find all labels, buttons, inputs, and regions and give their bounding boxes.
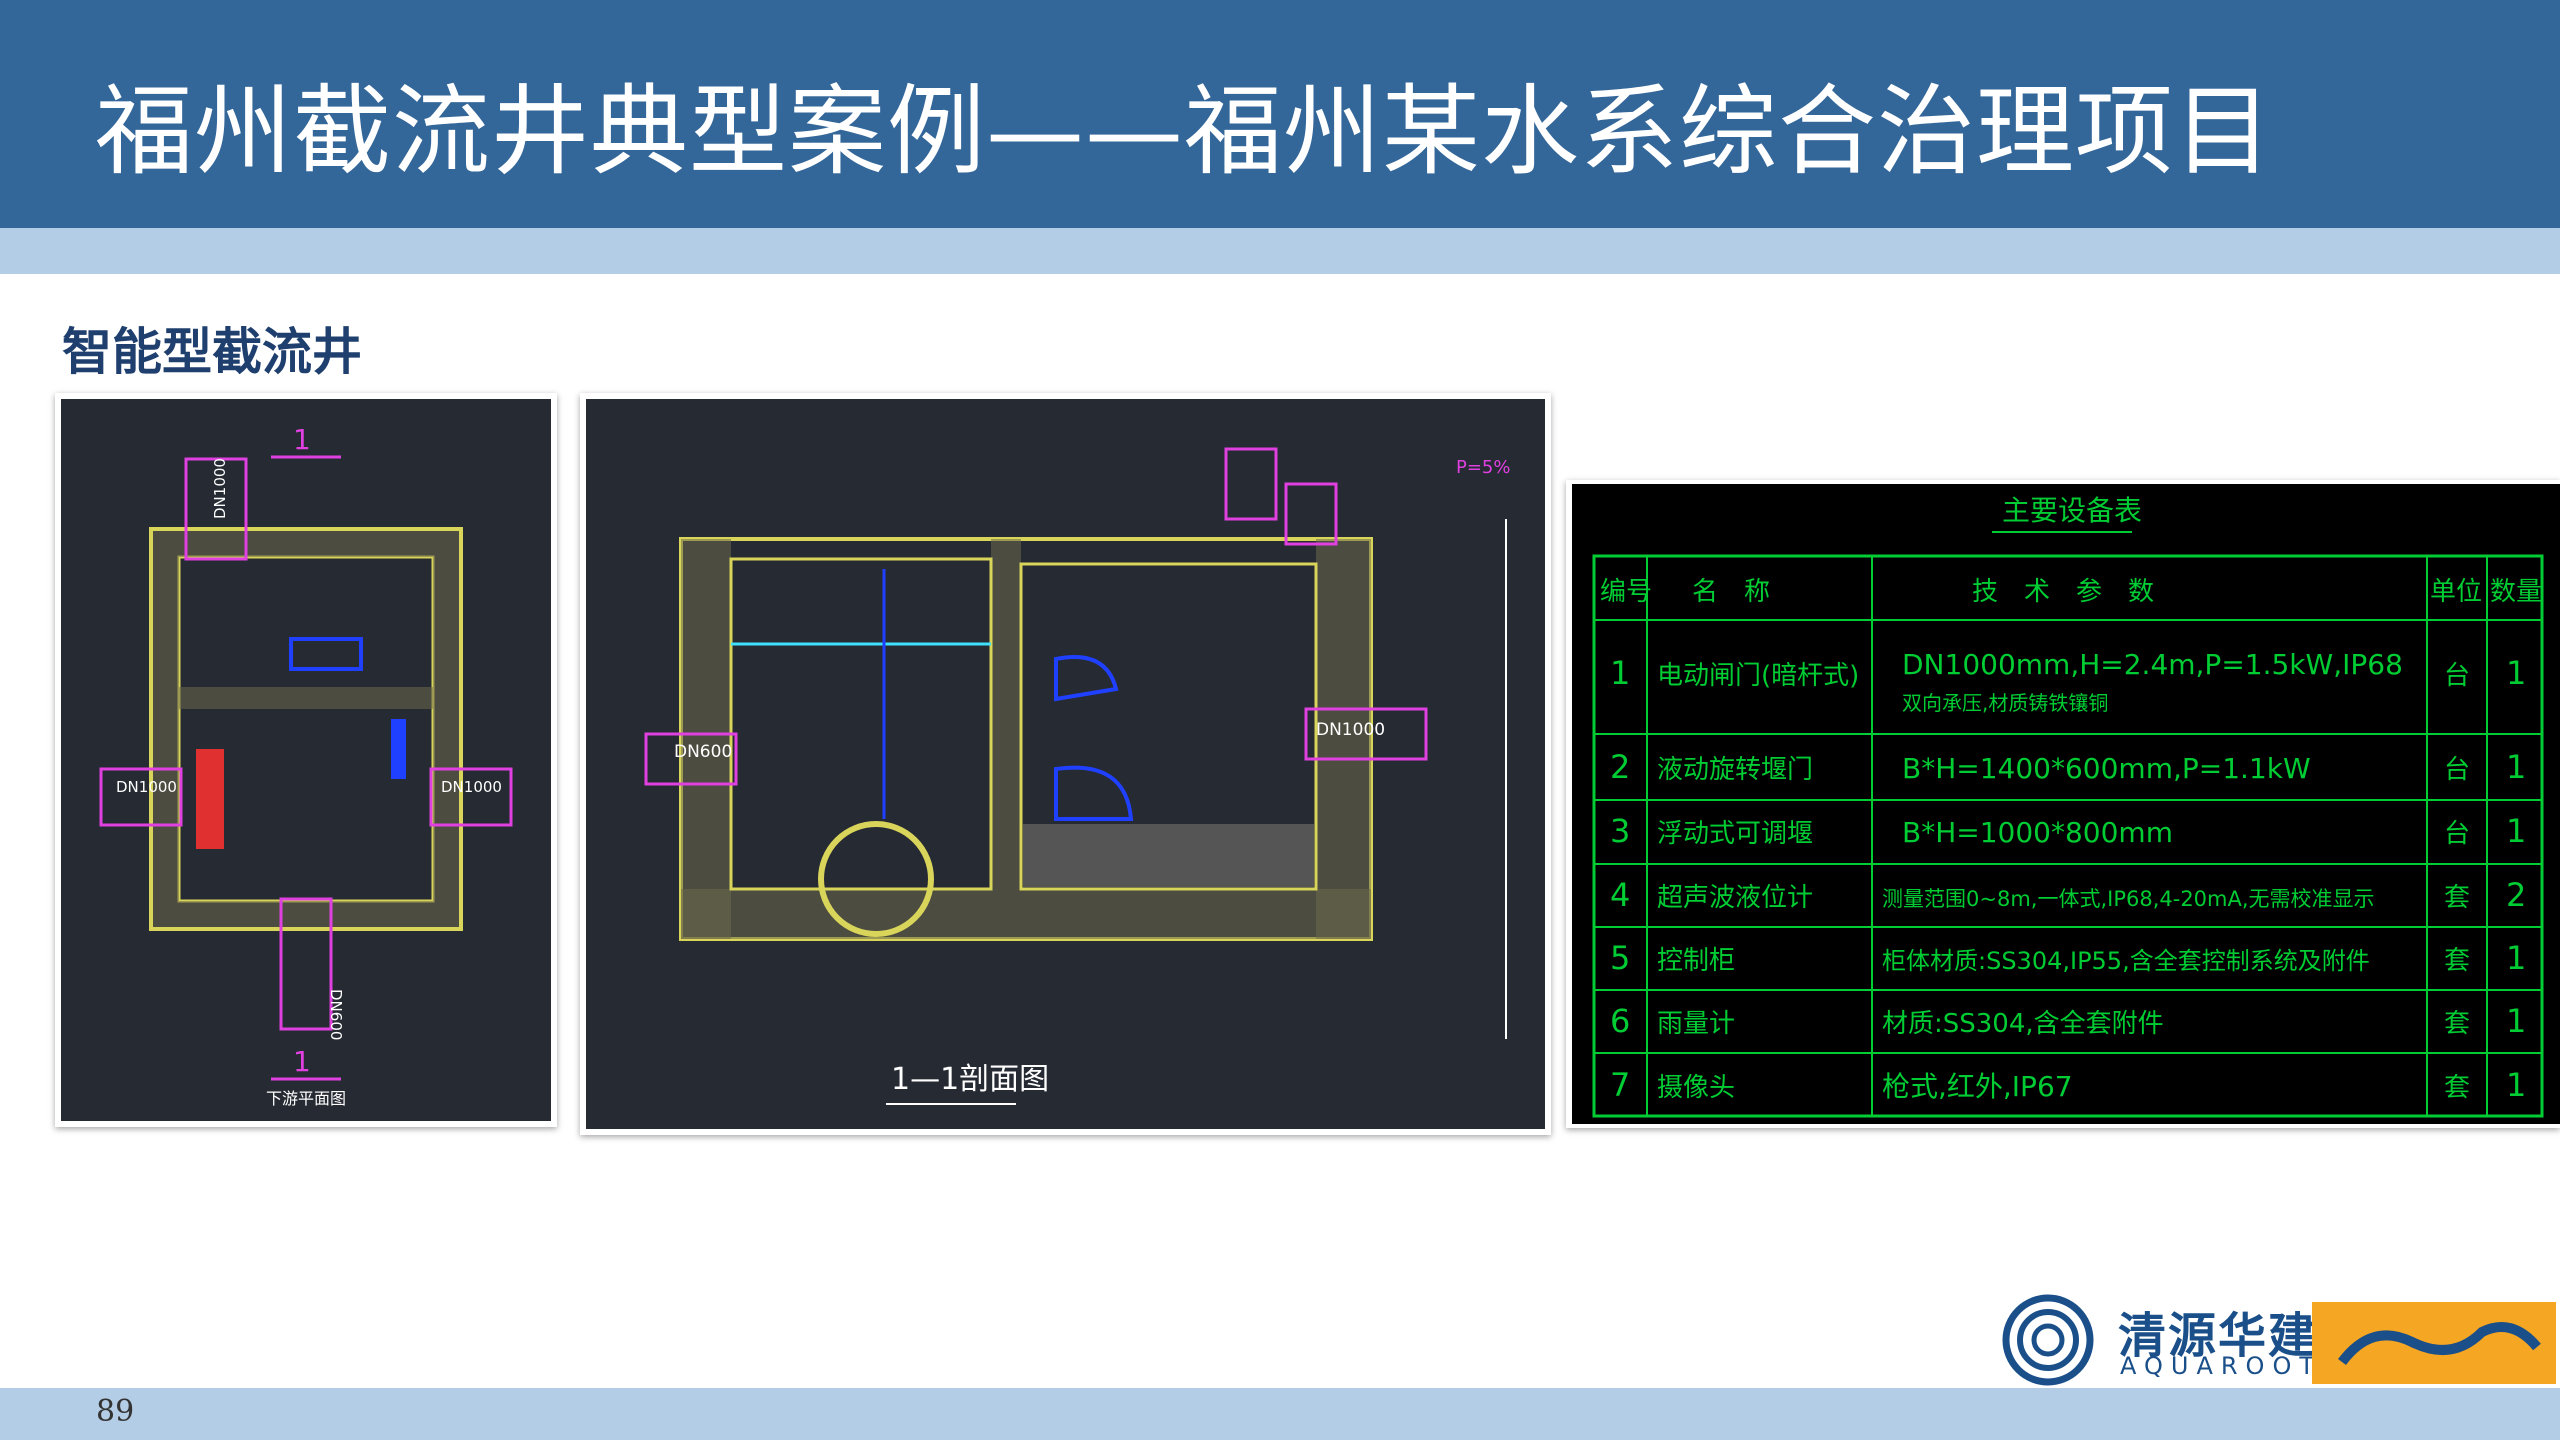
section-heading: 智能型截流井 [62,323,362,381]
footer-bar [0,1388,2560,1440]
table-header-qty: 数量 [2490,577,2542,607]
row-3-qty: 1 [2506,812,2526,850]
company-logo [1988,1290,2560,1388]
section-pipe-label-right: DN1000 [1316,720,1385,740]
row-5-no: 5 [1610,939,1630,977]
pipe-label-bottom: DN600 [327,989,345,1040]
section-caption: 1—1剖面图 [891,1062,1049,1097]
row-4-spec: 测量范围0~8m,一体式,IP68,4-20mA,无需校准显示 [1882,887,2375,911]
section-mark-top: 1 [293,423,311,456]
pipe-label-left: DN1000 [116,778,177,796]
row-5-spec: 柜体材质:SS304,IP55,含全套控制系统及附件 [1882,947,2370,975]
equipment-table: 主要设备表 编号 名 称 技 术 参 数 单位 数量 1 电动闸门(暗杆式) D… [1572,484,2560,1124]
table-header-unit: 单位 [2430,577,2482,607]
row-6-qty: 1 [2506,1002,2526,1040]
row-3-spec: B*H=1000*800mm [1902,816,2173,849]
row-1-unit: 台 [2444,661,2470,691]
row-7-spec: 枪式,红外,IP67 [1882,1070,2073,1103]
row-1-no: 1 [1610,654,1630,692]
row-3-unit: 台 [2444,819,2470,849]
row-1-name: 电动闸门(暗杆式) [1657,661,1859,691]
row-6-no: 6 [1610,1002,1630,1040]
title-underbar [0,228,2560,274]
row-7-qty: 1 [2506,1066,2526,1104]
table-header-name: 名 称 [1692,577,1770,607]
row-3-no: 3 [1610,812,1630,850]
slide-title: 福州截流井典型案例——福州某水系综合治理项目 [95,75,2274,189]
row-1-spec2: 双向承压,材质铸铁镶铜 [1902,691,2108,715]
aquaroot-swirl-icon [2002,1294,2094,1386]
row-2-unit: 台 [2444,755,2470,785]
pipe-label-top: DN1000 [211,458,229,519]
section-mark-bottom: 1 [293,1045,311,1078]
title-bar: 福州截流井典型案例——福州某水系综合治理项目 [0,0,2560,228]
row-6-unit: 套 [2444,1009,2470,1039]
row-4-no: 4 [1610,876,1630,914]
page-number: 89 [96,1394,135,1429]
row-7-unit: 套 [2444,1073,2470,1103]
partner-logo [2312,1302,2556,1384]
row-2-name: 液动旋转堰门 [1657,755,1813,785]
row-4-qty: 2 [2506,876,2526,914]
equipment-table-panel: 主要设备表 编号 名 称 技 术 参 数 单位 数量 1 电动闸门(暗杆式) D… [1566,480,2560,1128]
row-4-unit: 套 [2444,883,2470,913]
row-6-spec: 材质:SS304,含全套附件 [1882,1009,2164,1039]
section-drawing-panel: DN600 DN1000 P=5% 1—1剖面图 [580,393,1551,1135]
row-1-qty: 1 [2506,654,2526,692]
row-2-qty: 1 [2506,748,2526,786]
row-5-qty: 1 [2506,939,2526,977]
row-7-no: 7 [1610,1066,1630,1104]
table-title: 主要设备表 [2002,494,2142,527]
section-pipe-label-left: DN600 [674,742,732,762]
row-5-name: 控制柜 [1657,946,1735,976]
plan-caption: 下游平面图 [266,1089,346,1108]
table-header-spec: 技 术 参 数 [1972,577,2154,607]
logo-subtitle: AQUAROOT [2120,1352,2322,1380]
row-2-no: 2 [1610,748,1630,786]
slope-label: P=5% [1456,457,1511,478]
logo-name: 清源华建 [2118,1308,2319,1364]
row-6-name: 雨量计 [1657,1009,1735,1039]
row-4-name: 超声波液位计 [1657,883,1813,913]
partner-wordmark-icon [2338,1322,2541,1366]
row-3-name: 浮动式可调堰 [1657,819,1813,849]
plan-drawing-panel: 1 1 DN1000 DN1000 DN1000 DN600 下游平面图 [55,393,557,1127]
plan-drawing: 1 1 DN1000 DN1000 DN1000 DN600 下游平面图 [61,399,551,1121]
table-header-no: 编号 [1600,577,1652,607]
row-2-spec: B*H=1400*600mm,P=1.1kW [1902,752,2311,785]
row-5-unit: 套 [2444,946,2470,976]
row-7-name: 摄像头 [1657,1073,1735,1103]
row-1-spec: DN1000mm,H=2.4m,P=1.5kW,IP68 [1902,648,2403,681]
section-drawing: DN600 DN1000 P=5% 1—1剖面图 [586,399,1545,1129]
pipe-label-right: DN1000 [441,778,502,796]
